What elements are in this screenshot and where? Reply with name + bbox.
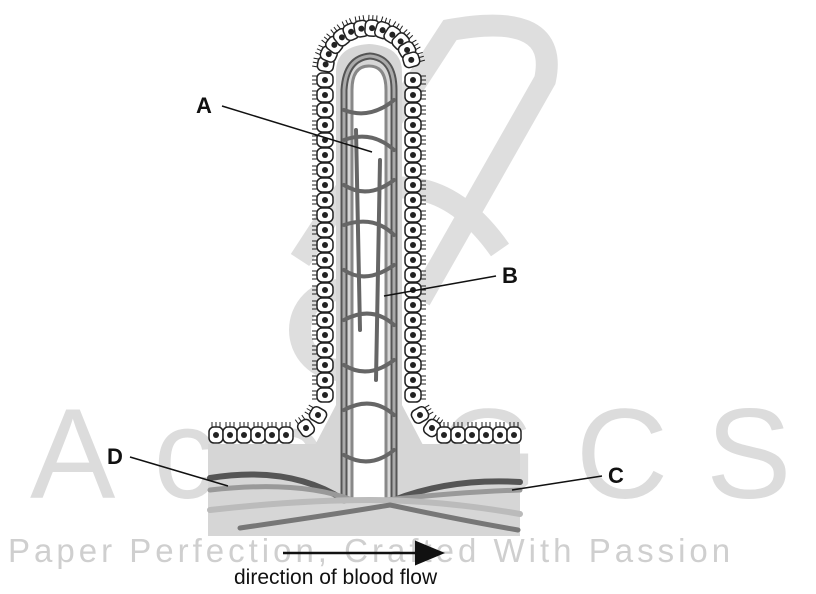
label-c: C xyxy=(608,463,624,488)
epithelial-cell xyxy=(405,103,426,117)
label-b-group: B xyxy=(384,263,518,296)
blood-flow-caption: direction of blood flow xyxy=(234,566,438,589)
epithelial-cell xyxy=(312,313,333,327)
epithelial-cell xyxy=(405,118,426,132)
label-d: D xyxy=(107,444,123,469)
epithelial-cell xyxy=(312,268,333,282)
watermark-tagline: Paper Perfection, Crafted With Passion xyxy=(8,532,734,569)
epithelial-cell xyxy=(405,133,426,147)
epithelial-cell xyxy=(405,343,426,357)
epithelial-cell xyxy=(405,148,426,162)
epithelial-cell xyxy=(312,178,333,192)
label-b: B xyxy=(502,263,518,288)
epithelial-cell xyxy=(312,328,333,342)
epithelial-cell xyxy=(405,163,426,177)
epithelial-cell xyxy=(405,238,426,252)
epithelial-cell xyxy=(405,313,426,327)
epithelial-cell xyxy=(312,148,333,162)
epithelial-cell xyxy=(405,358,426,372)
epithelial-cell xyxy=(405,328,426,342)
epithelial-cell xyxy=(405,208,426,222)
epithelial-cell xyxy=(312,73,333,87)
label-a: A xyxy=(196,93,212,118)
epithelial-cell xyxy=(312,103,333,117)
epithelial-cell xyxy=(312,118,333,132)
epithelial-cell xyxy=(405,223,426,237)
epithelial-cell xyxy=(405,253,426,267)
epithelial-cell xyxy=(312,193,333,207)
epithelial-cell xyxy=(312,88,333,102)
epithelial-cell xyxy=(312,163,333,177)
